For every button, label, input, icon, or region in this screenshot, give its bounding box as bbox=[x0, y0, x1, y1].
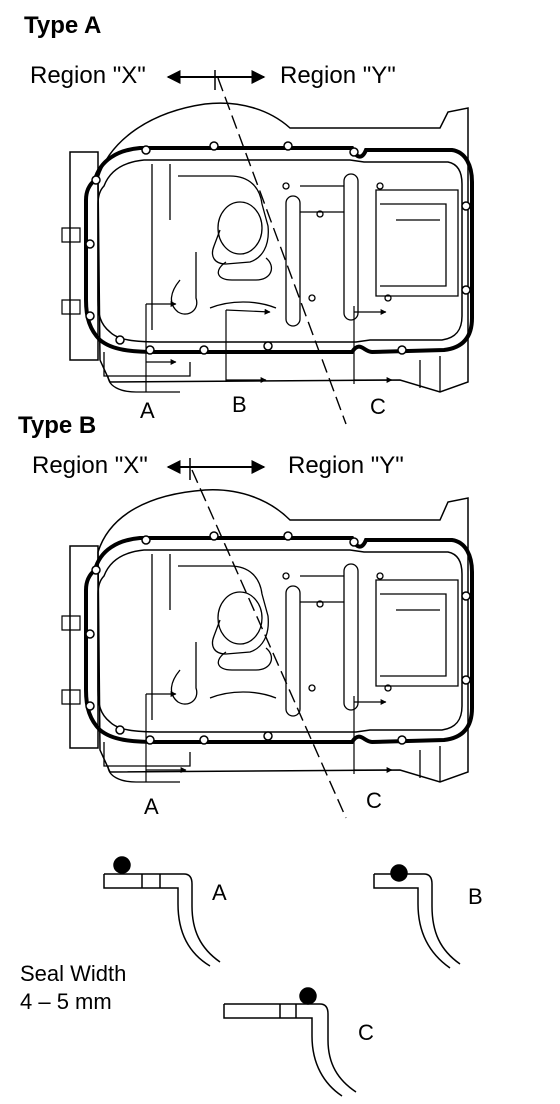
type-b-title: Type B bbox=[18, 412, 97, 439]
detail-section-a bbox=[103, 856, 221, 967]
type-a-section-markers bbox=[145, 301, 393, 392]
type-b-oil-pan bbox=[61, 458, 474, 819]
type-a-section-a-label: A bbox=[140, 398, 155, 423]
detail-a-label: A bbox=[212, 880, 227, 905]
detail-section-c bbox=[223, 987, 357, 1097]
type-b-sealant-bead bbox=[84, 536, 474, 745]
seal-width-note: Seal Width 4 – 5 mm bbox=[20, 960, 200, 1016]
type-a-region-divider bbox=[217, 77, 347, 425]
sealant-bead-a bbox=[113, 856, 131, 874]
type-a-block-outline bbox=[97, 102, 469, 393]
type-a-title: Type A bbox=[24, 12, 102, 39]
type-b-section-c-label: C bbox=[366, 788, 382, 813]
type-a-left-flange bbox=[69, 151, 99, 361]
type-a-inner-ribs bbox=[151, 164, 459, 330]
type-a-bolt-holes bbox=[85, 141, 471, 355]
type-a-sealant-bead bbox=[84, 146, 474, 355]
sealant-bead-b bbox=[390, 864, 408, 882]
type-b-section-a-label: A bbox=[144, 794, 159, 819]
seal-width-label: Seal Width bbox=[20, 961, 127, 986]
type-a-oil-pan bbox=[61, 70, 474, 425]
type-a-region-x-label: Region "X" bbox=[30, 62, 146, 89]
detail-b-label: B bbox=[468, 884, 483, 909]
type-b-region-x-label: Region "X" bbox=[32, 452, 148, 479]
detail-c-label: C bbox=[358, 1020, 374, 1045]
type-a-section-c-label: C bbox=[370, 394, 386, 419]
type-b-region-divider bbox=[191, 469, 347, 819]
type-a-region-y-label: Region "Y" bbox=[280, 62, 396, 89]
type-b-region-y-label: Region "Y" bbox=[288, 452, 404, 479]
seal-width-value: 4 – 5 mm bbox=[20, 989, 112, 1014]
type-a-section-b-label: B bbox=[232, 392, 247, 417]
sealant-bead-c bbox=[299, 987, 317, 1005]
detail-section-b bbox=[373, 864, 461, 969]
